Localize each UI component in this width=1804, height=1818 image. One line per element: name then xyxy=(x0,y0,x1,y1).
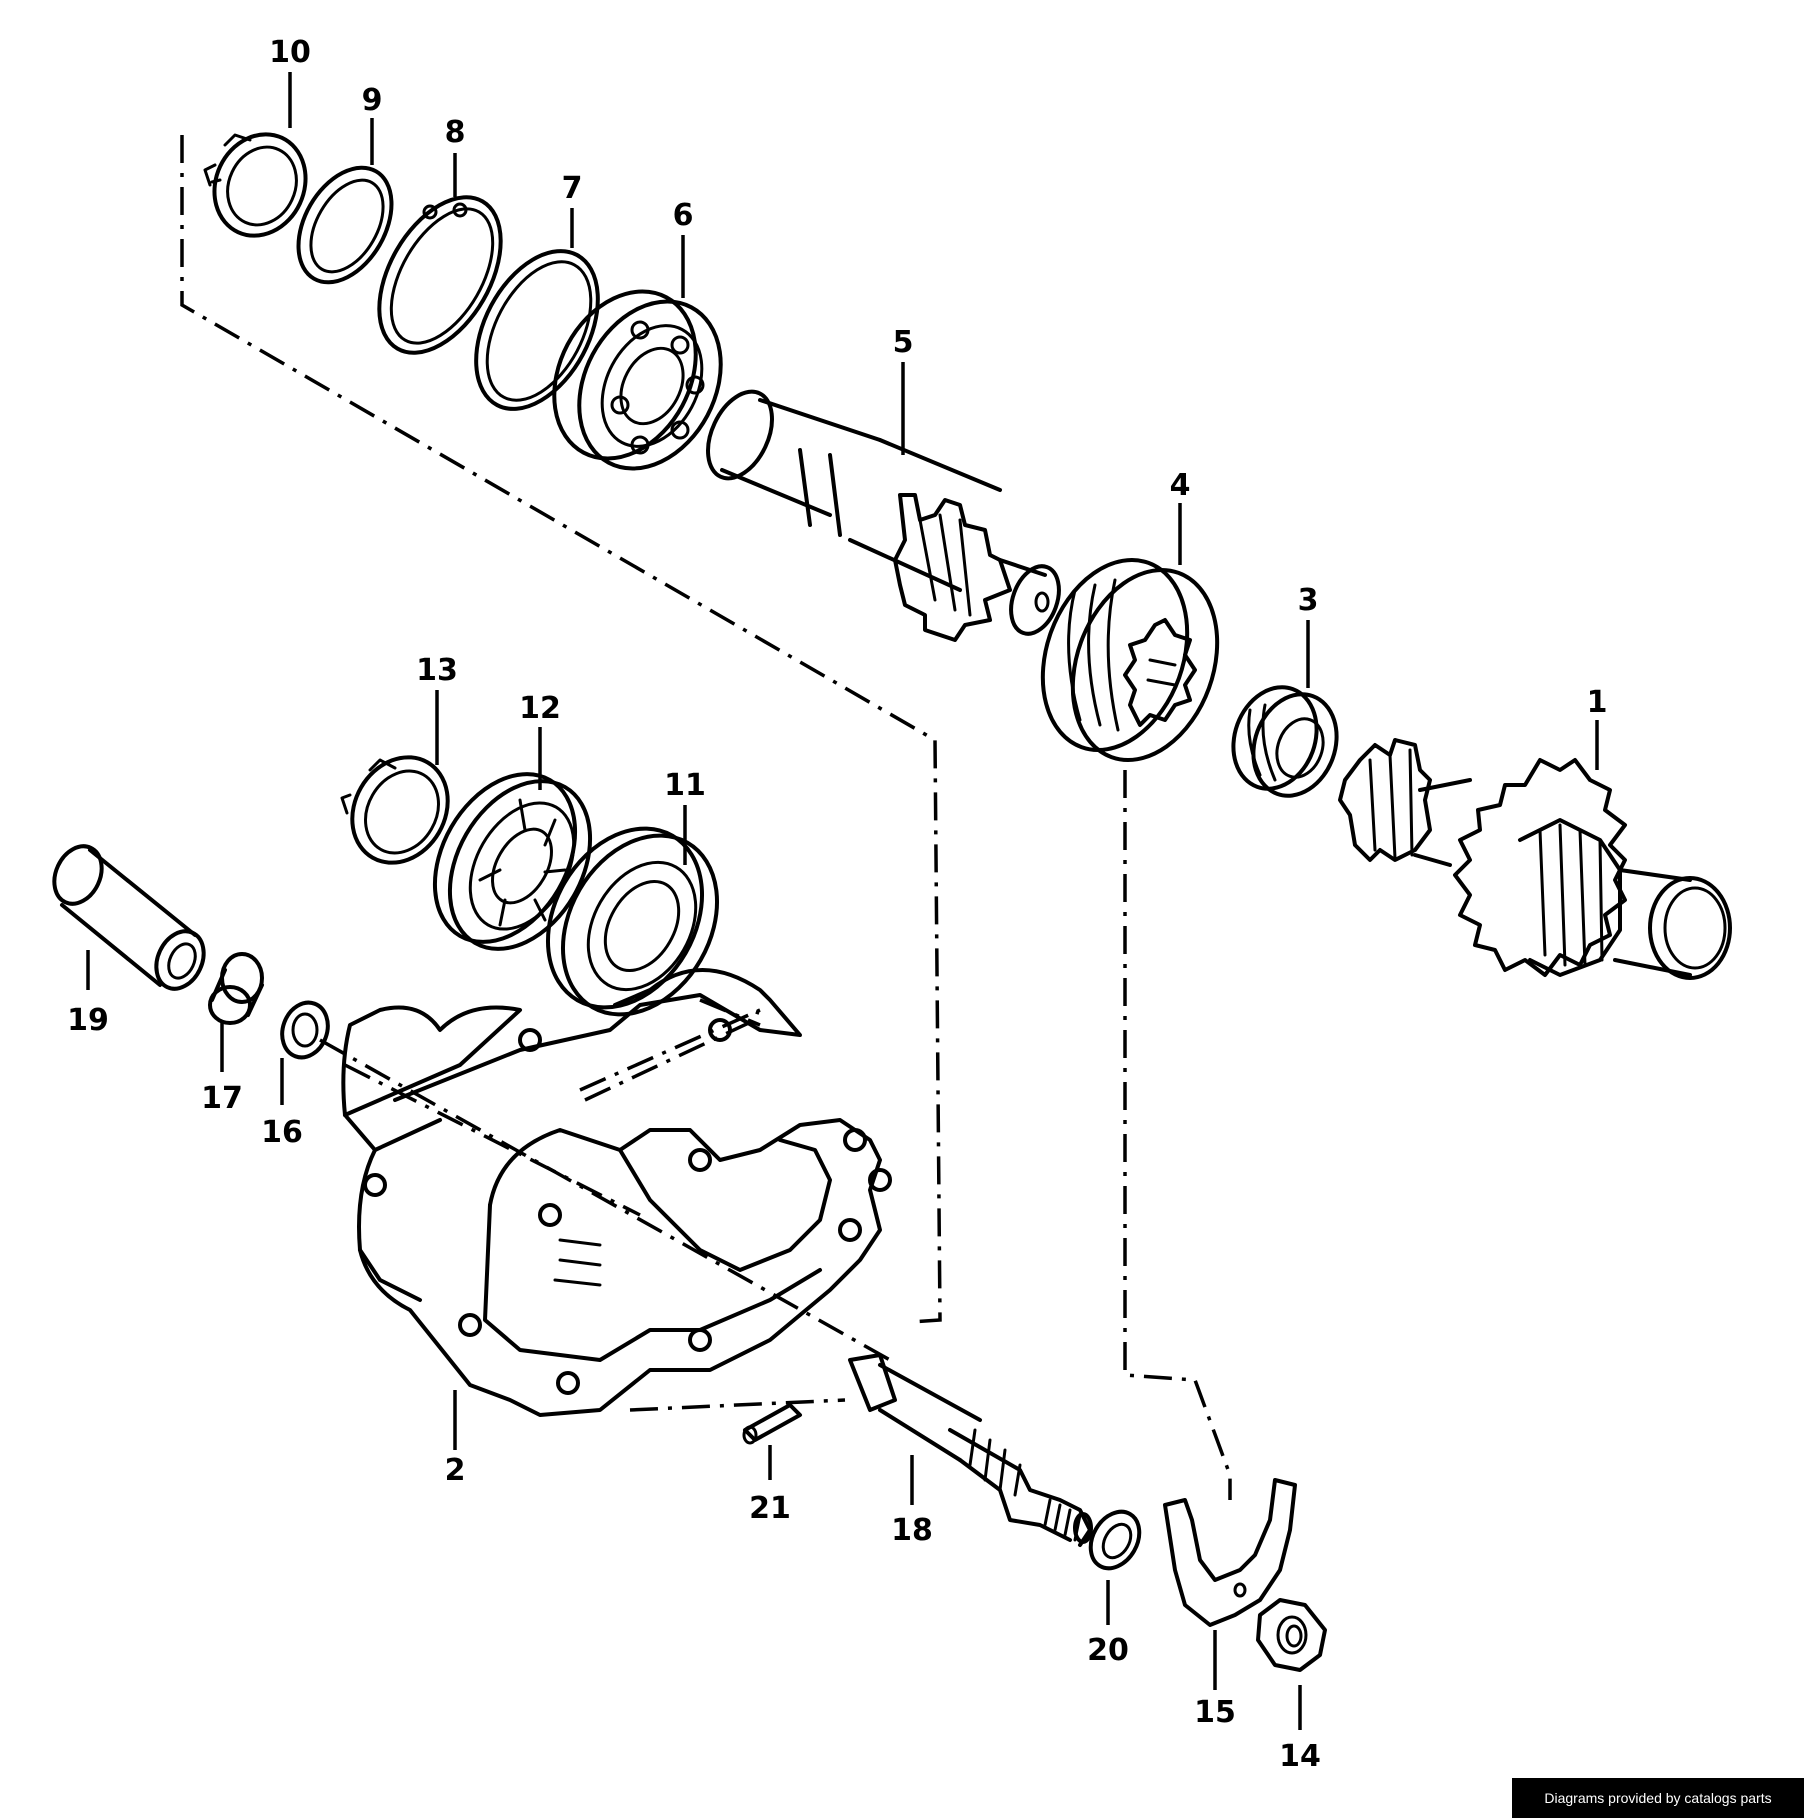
part-1-gear-shaft[interactable] xyxy=(1338,738,1732,980)
callout-14: 14 xyxy=(1279,1739,1321,1774)
callout-19: 19 xyxy=(67,1003,109,1038)
part-20-circlip[interactable] xyxy=(1081,1503,1149,1577)
part-8-snap-ring[interactable] xyxy=(354,176,526,373)
part-21-pin[interactable] xyxy=(742,1403,802,1445)
part-17-bush[interactable] xyxy=(208,952,264,1025)
part-19-guide-sleeve[interactable] xyxy=(45,839,212,997)
callout-11: 11 xyxy=(664,768,706,803)
part-13-circlip[interactable] xyxy=(334,740,467,880)
callout-3: 3 xyxy=(1298,583,1319,618)
part-9-ring[interactable] xyxy=(279,151,410,298)
part-7-shim-ring[interactable] xyxy=(451,231,623,430)
callout-20: 20 xyxy=(1087,1633,1129,1668)
part-2-housing[interactable] xyxy=(341,968,892,1417)
callout-16: 16 xyxy=(261,1115,303,1150)
part-3-needle-bearing[interactable] xyxy=(1220,675,1351,807)
callout-13: 13 xyxy=(416,653,458,688)
callout-21: 21 xyxy=(749,1491,791,1526)
callout-6: 6 xyxy=(673,198,694,233)
part-10-circlip[interactable] xyxy=(198,119,322,250)
part-14-nut[interactable] xyxy=(1256,1598,1327,1672)
callout-5: 5 xyxy=(893,325,914,360)
leader-lines xyxy=(86,72,1599,1730)
callout-9: 9 xyxy=(362,83,383,118)
part-12-roller-bearing[interactable] xyxy=(406,749,618,974)
part-18-selector-shaft[interactable] xyxy=(848,1353,1093,1547)
part-6-ball-bearing[interactable] xyxy=(526,267,748,493)
assembly-centerlines xyxy=(180,135,1232,1500)
callout-4: 4 xyxy=(1170,468,1191,503)
callout-numbers: 10 9 8 7 6 5 4 3 1 13 12 11 19 17 16 2 2… xyxy=(67,35,1607,1774)
callout-7: 7 xyxy=(562,171,583,206)
callout-17: 17 xyxy=(201,1081,243,1116)
callout-10: 10 xyxy=(269,35,311,70)
callout-15: 15 xyxy=(1194,1695,1236,1730)
part-16-needle-cage[interactable] xyxy=(275,996,335,1064)
part-4-sliding-sleeve[interactable] xyxy=(1018,540,1243,781)
part-5-pinion-shaft[interactable] xyxy=(695,381,1067,642)
credit-banner: Diagrams provided by catalogs parts xyxy=(1512,1778,1804,1818)
callout-8: 8 xyxy=(445,115,466,150)
callout-1: 1 xyxy=(1587,685,1608,720)
callout-2: 2 xyxy=(445,1453,466,1488)
callout-12: 12 xyxy=(519,691,561,726)
callout-18: 18 xyxy=(891,1513,933,1548)
part-15-shift-fork[interactable] xyxy=(1163,1478,1297,1627)
part-11-ball-bearing[interactable] xyxy=(517,801,748,1043)
